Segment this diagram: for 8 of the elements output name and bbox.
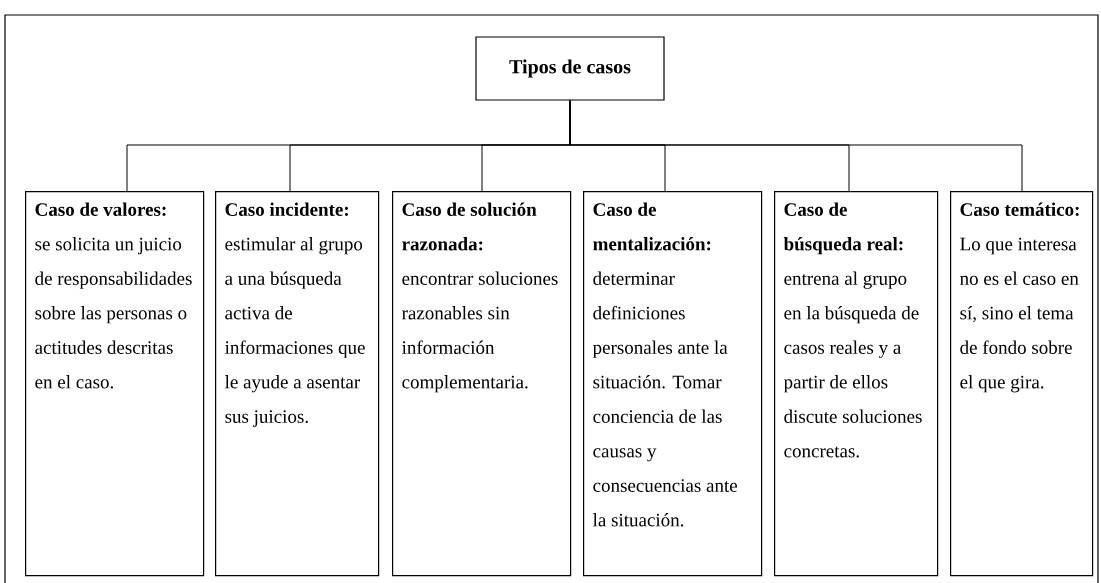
title-box: Tipos de casos [475,36,665,101]
connector-line [569,100,1023,192]
case-box: Caso de valores: se solicita un juicio de responsabilidades sobre las personas o actitudes descritas en el caso. [25,191,205,577]
case-box: Caso incidente: estimular al grupo a una búsqueda activa de informaciones que le ayude a asentar sus juicios. [215,191,380,577]
case-box: Caso de solución razonada: encontrar soluciones razonables sin información complementaria. [392,191,572,577]
case-box: Caso de mentalización: determinar definiciones personales ante la situación. Tomar conciencia de las causas y consecuencias ante la situación. [583,191,763,577]
case-box: Caso temático: Lo que interesa no es el caso en sí, sino el tema de fondo sobre el que gira. [950,191,1094,577]
case-box: Caso de búsqueda real: entrena al grupo en la búsqueda de casos reales y a partir de ellos discute soluciones concretas. [774,191,939,577]
